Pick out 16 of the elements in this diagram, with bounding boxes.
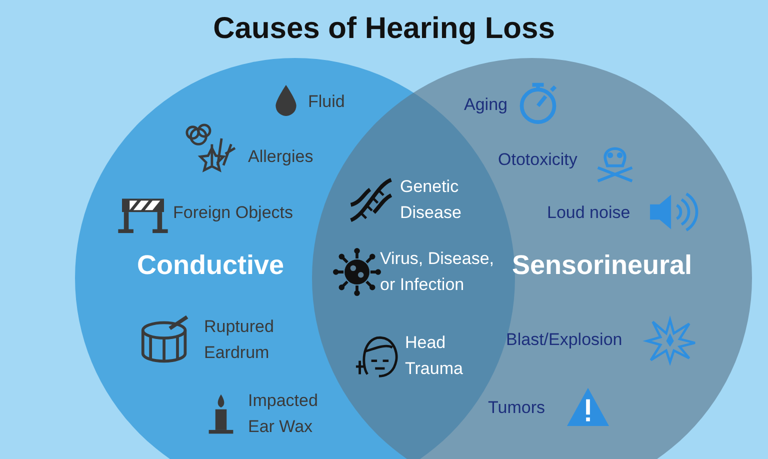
cause-label: Virus, Disease, or Infection (380, 248, 496, 296)
cause-label: Head Trauma (405, 332, 464, 380)
cause-label: Genetic Disease (400, 176, 462, 224)
cause-label: Ruptured Eardrum (204, 316, 275, 364)
cause-label: Ototoxicity (498, 149, 578, 171)
set-label: Sensorineural (512, 250, 692, 281)
cause-label: Allergies (248, 146, 314, 168)
cause-label: Blast/Explosion (506, 329, 624, 351)
set-label: Conductive (137, 250, 284, 281)
cause-label: Tumors (488, 397, 546, 419)
title: Causes of Hearing Loss (212, 12, 556, 46)
cause-label: Impacted Ear Wax (248, 390, 319, 438)
cause-label: Loud noise (547, 202, 632, 224)
cause-label: Aging (464, 94, 508, 116)
cause-label: Foreign Objects (173, 202, 294, 224)
cause-label: Fluid (308, 91, 346, 113)
